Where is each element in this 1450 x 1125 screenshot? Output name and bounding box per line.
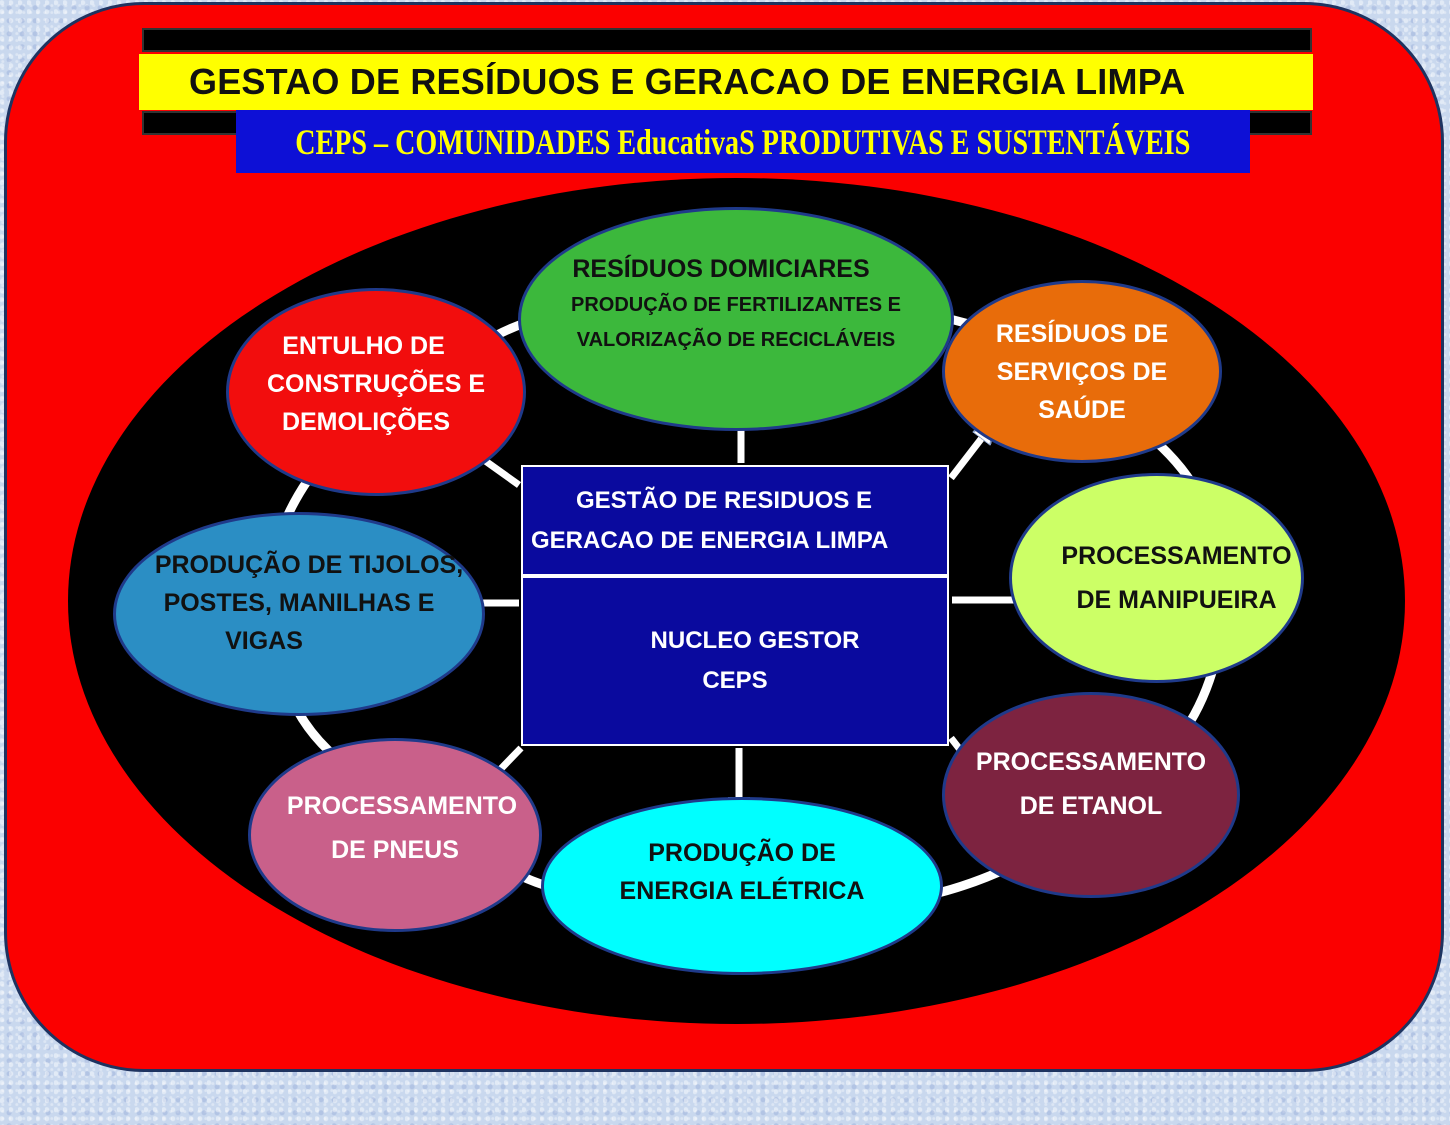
- node-residuos-domiciliares: RESÍDUOS DOMICIARES PRODUÇÃO DE FERTILIZ…: [518, 207, 954, 431]
- node-processamento-etanol-line-2: DE ETANOL: [1019, 792, 1163, 820]
- node-producao-energia-eletrica: PRODUÇÃO DE ENERGIA ELÉTRICA: [541, 797, 943, 975]
- center-box-title: GESTÃO DE RESIDUOS E GERACAO DE ENERGIA …: [521, 465, 949, 576]
- arrow-to-saude: [948, 430, 988, 481]
- node-producao-tijolos: PRODUÇÃO DE TIJOLOS, POSTES, MANILHAS E …: [113, 512, 485, 716]
- node-processamento-pneus-line-1: PROCESSAMENTO: [286, 791, 518, 820]
- main-title: GESTAO DE RESÍDUOS E GERACAO DE ENERGIA …: [189, 61, 1186, 102]
- center-title-line-2: GERACAO DE ENERGIA LIMPA: [531, 526, 889, 554]
- node-residuos-servicos-saude-line-3: SAÚDE: [1038, 395, 1126, 424]
- node-processamento-pneus-line-2: DE PNEUS: [331, 835, 459, 864]
- node-processamento-manipueira: PROCESSAMENTO DE MANIPUEIRA: [1009, 473, 1304, 683]
- node-producao-energia-eletrica-line-1: PRODUÇÃO DE: [648, 839, 836, 867]
- subtitle-band: CEPS – COMUNIDADES EducativaS PRODUTIVAS…: [236, 110, 1250, 173]
- node-entulho-construcoes-line-2: CONSTRUÇÕES E: [266, 370, 486, 398]
- subtitle: CEPS – COMUNIDADES EducativaS PRODUTIVAS…: [295, 121, 1191, 162]
- node-residuos-servicos-saude: RESÍDUOS DE SERVIÇOS DE SAÚDE: [942, 280, 1222, 463]
- center-nucleo-line-1: NUCLEO GESTOR: [650, 627, 860, 654]
- node-entulho-construcoes-line-3: DEMOLIÇÕES: [281, 408, 451, 436]
- node-entulho-construcoes: ENTULHO DE CONSTRUÇÕES E DEMOLIÇÕES: [226, 288, 526, 496]
- center-box-nucleo: NUCLEO GESTOR CEPS: [521, 576, 949, 746]
- node-producao-energia-eletrica-line-2: ENERGIA ELÉTRICA: [619, 877, 865, 905]
- node-producao-tijolos-line-1: PRODUÇÃO DE TIJOLOS,: [154, 551, 464, 579]
- node-processamento-manipueira-line-2: DE MANIPUEIRA: [1076, 586, 1277, 614]
- node-residuos-domiciliares-title: RESÍDUOS DOMICIARES: [572, 255, 870, 283]
- node-residuos-servicos-saude-line-2: SERVIÇOS DE: [996, 357, 1168, 386]
- node-residuos-domiciliares-detail-2: VALORIZAÇÃO DE RECICLÁVEIS: [576, 329, 896, 351]
- center-title-line-1: GESTÃO DE RESIDUOS E: [576, 486, 873, 514]
- node-entulho-construcoes-line-1: ENTULHO DE: [282, 332, 445, 360]
- node-processamento-manipueira-line-1: PROCESSAMENTO: [1061, 542, 1292, 570]
- node-producao-tijolos-line-3: VIGAS: [225, 627, 303, 655]
- node-residuos-servicos-saude-line-1: RESÍDUOS DE: [995, 319, 1169, 348]
- node-processamento-etanol: PROCESSAMENTO DE ETANOL: [942, 692, 1240, 898]
- title-band: GESTAO DE RESÍDUOS E GERACAO DE ENERGIA …: [139, 54, 1313, 110]
- node-processamento-etanol-line-1: PROCESSAMENTO: [975, 748, 1207, 776]
- node-processamento-pneus: PROCESSAMENTO DE PNEUS: [248, 738, 542, 932]
- center-nucleo-line-2: CEPS: [702, 667, 768, 694]
- header-bar-top: [142, 28, 1312, 52]
- node-residuos-domiciliares-detail-1: PRODUÇÃO DE FERTILIZANTES E: [570, 294, 901, 316]
- node-producao-tijolos-line-2: POSTES, MANILHAS E: [163, 589, 435, 617]
